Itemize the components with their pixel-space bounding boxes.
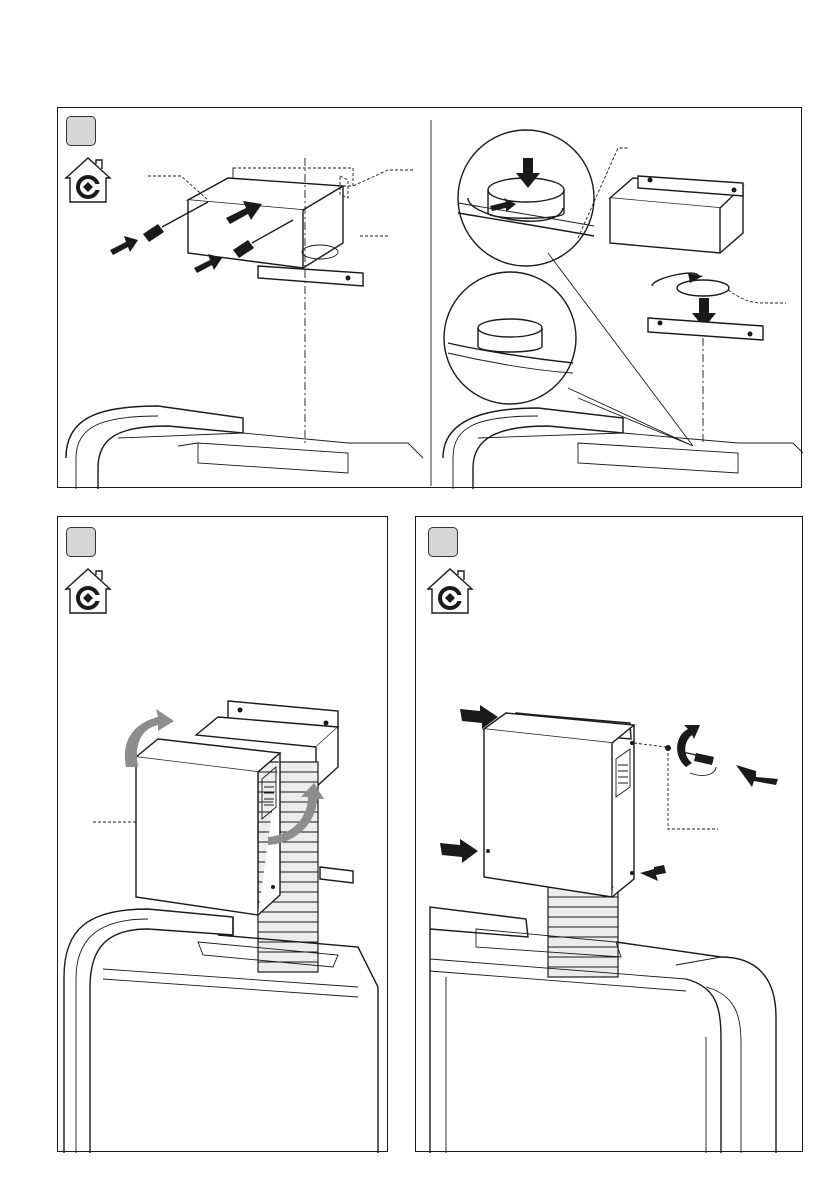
top-panel [57, 107, 802, 488]
hood-base-right [443, 408, 803, 489]
house-recirculation-icon [66, 569, 110, 613]
house-recirculation-icon [428, 569, 472, 613]
hood-base-left [66, 406, 423, 489]
bottom-right-drawing [416, 517, 804, 1153]
bottom-right-panel [415, 516, 803, 1152]
bottom-left-drawing [58, 517, 389, 1153]
detail-magnifier-top [458, 130, 594, 266]
duct-box-right [610, 176, 786, 443]
duct-box-assembly [110, 158, 413, 443]
chimney-cover-mounted [484, 713, 634, 897]
chimney-cover-panel [136, 739, 280, 915]
top-panel-drawing [58, 108, 803, 489]
hood-base [64, 909, 378, 1153]
flexible-hose [548, 887, 618, 977]
house-recirculation-icon [66, 158, 110, 202]
detail-magnifier-bottom [444, 272, 576, 404]
bottom-left-panel [57, 516, 388, 1152]
